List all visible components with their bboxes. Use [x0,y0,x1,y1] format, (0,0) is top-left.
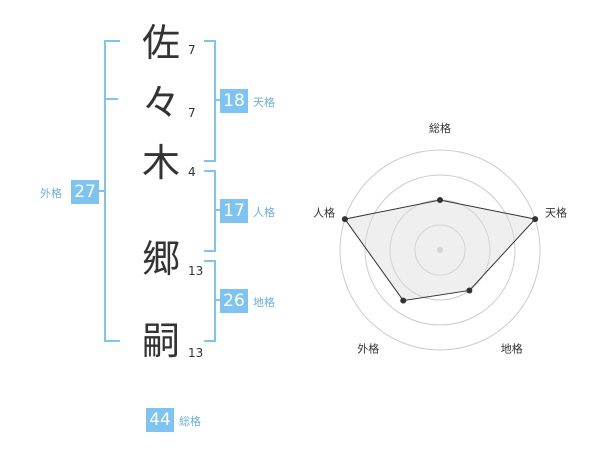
radar-axis-label-3: 地格 [501,342,523,356]
soukaku-value: 44 [146,408,174,432]
radar-center [437,247,443,253]
tenkaku-connector [214,99,222,101]
jinkaku-label: 人格 [253,206,275,219]
radar-point-5 [341,216,348,223]
radar-axis-label-2: 天格 [545,205,567,219]
tenkaku-bracket [204,40,216,162]
gaikaku-bracket-tick [104,98,118,100]
gaikaku-value: 27 [71,180,99,204]
gaikaku-bracket [104,40,120,342]
name-char-1: 佐 [141,21,180,65]
chikaku-connector [214,299,222,301]
radar-axis-label-1: 総格 [429,121,451,135]
chikaku-value: 26 [220,289,248,313]
name-char-3: 木 [141,141,180,185]
radar-axis-label-4: 外格 [357,342,379,356]
radar-ring-3 [364,174,516,326]
gaikaku-label: 外格 [40,187,62,200]
radar-axis-label-5: 人格 [313,205,335,219]
stroke-count-2: 7 [188,106,196,120]
chikaku-bracket [204,260,216,342]
radar-ring-1 [414,224,466,276]
radar-point-3 [466,287,473,294]
radar-point-4 [400,297,407,304]
name-char-4: 郷 [141,237,180,281]
radar-polygon [344,199,537,302]
stroke-count-3: 4 [188,165,196,179]
radar-ring-4 [339,149,541,351]
stroke-count-5: 13 [188,346,204,360]
stroke-count-4: 13 [188,264,204,278]
tenkaku-value: 18 [220,89,248,113]
name-char-5: 嗣 [141,319,180,363]
chikaku-label: 地格 [253,296,275,309]
jinkaku-value: 17 [220,199,248,223]
stroke-count-1: 7 [188,43,196,57]
name-char-2: 々 [141,81,180,125]
tenkaku-label: 天格 [253,96,275,109]
jinkaku-connector [214,209,222,211]
radar-point-1 [437,197,443,203]
gaikaku-connector [98,190,104,192]
jinkaku-bracket [204,170,216,252]
radar-point-2 [532,216,539,223]
soukaku-label: 総格 [179,415,201,428]
